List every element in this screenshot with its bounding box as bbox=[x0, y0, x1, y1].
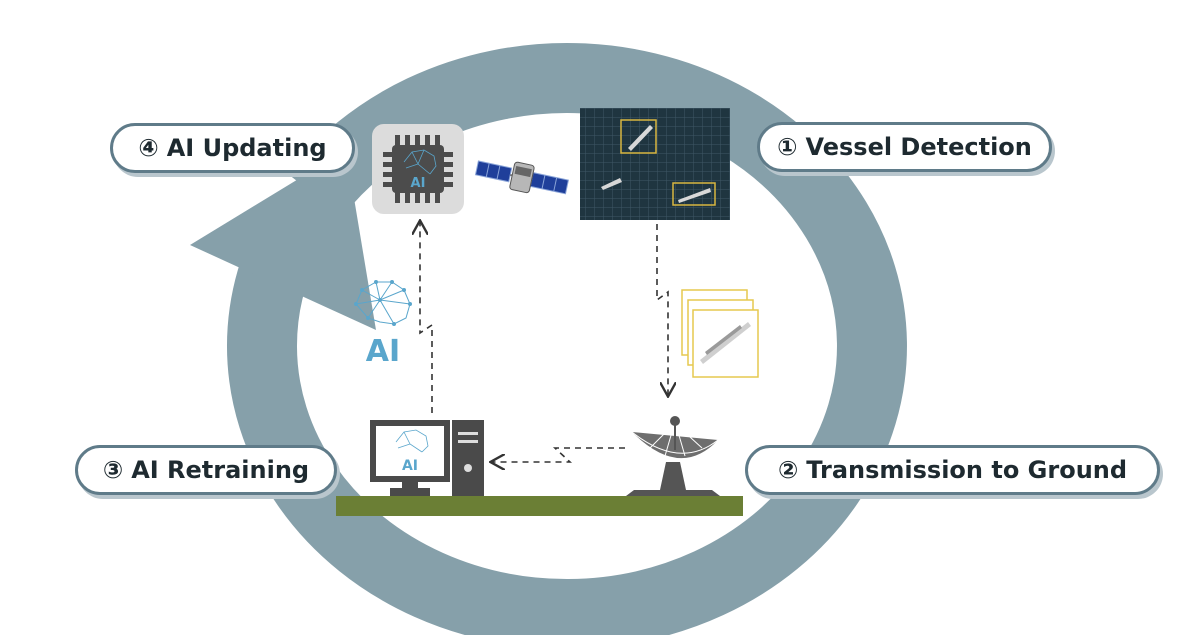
ground-station-dish-icon bbox=[626, 416, 720, 496]
step-number: ③ bbox=[102, 456, 124, 484]
ground-strip bbox=[336, 496, 743, 516]
satellite-icon bbox=[474, 160, 569, 195]
step-number: ④ bbox=[138, 134, 159, 162]
step-label: Vessel Detection bbox=[805, 133, 1032, 161]
step-3-ai-retraining-label: ③ AI Retraining bbox=[75, 445, 337, 495]
ai-chip-icon: AI bbox=[372, 124, 464, 214]
uplink-dashed-line bbox=[420, 222, 433, 413]
undetected-vessel bbox=[601, 178, 622, 190]
step-1-vessel-detection-label: ① Vessel Detection bbox=[757, 122, 1052, 172]
step-label: AI Retraining bbox=[131, 456, 310, 484]
step-2-transmission-label: ② Transmission to Ground bbox=[745, 445, 1160, 495]
detection-box-1 bbox=[620, 119, 657, 154]
vessel-image-chips bbox=[681, 289, 759, 378]
step-number: ② bbox=[777, 456, 799, 484]
ground-link-dashed-line bbox=[492, 447, 625, 462]
ai-brain-icon: AI bbox=[354, 280, 412, 369]
computer-icon: AI bbox=[370, 420, 484, 496]
downlink-dashed-line bbox=[656, 224, 668, 395]
sar-detection-image bbox=[580, 108, 730, 220]
step-number: ① bbox=[777, 133, 798, 161]
monitor-ai-label: AI bbox=[402, 458, 418, 474]
step-label: Transmission to Ground bbox=[806, 456, 1128, 484]
detection-box-2 bbox=[672, 182, 716, 206]
chip-ai-label: AI bbox=[411, 176, 426, 191]
brain-ai-label: AI bbox=[366, 334, 400, 369]
step-label: AI Updating bbox=[166, 134, 327, 162]
step-4-ai-updating-label: ④ AI Updating bbox=[110, 123, 355, 173]
